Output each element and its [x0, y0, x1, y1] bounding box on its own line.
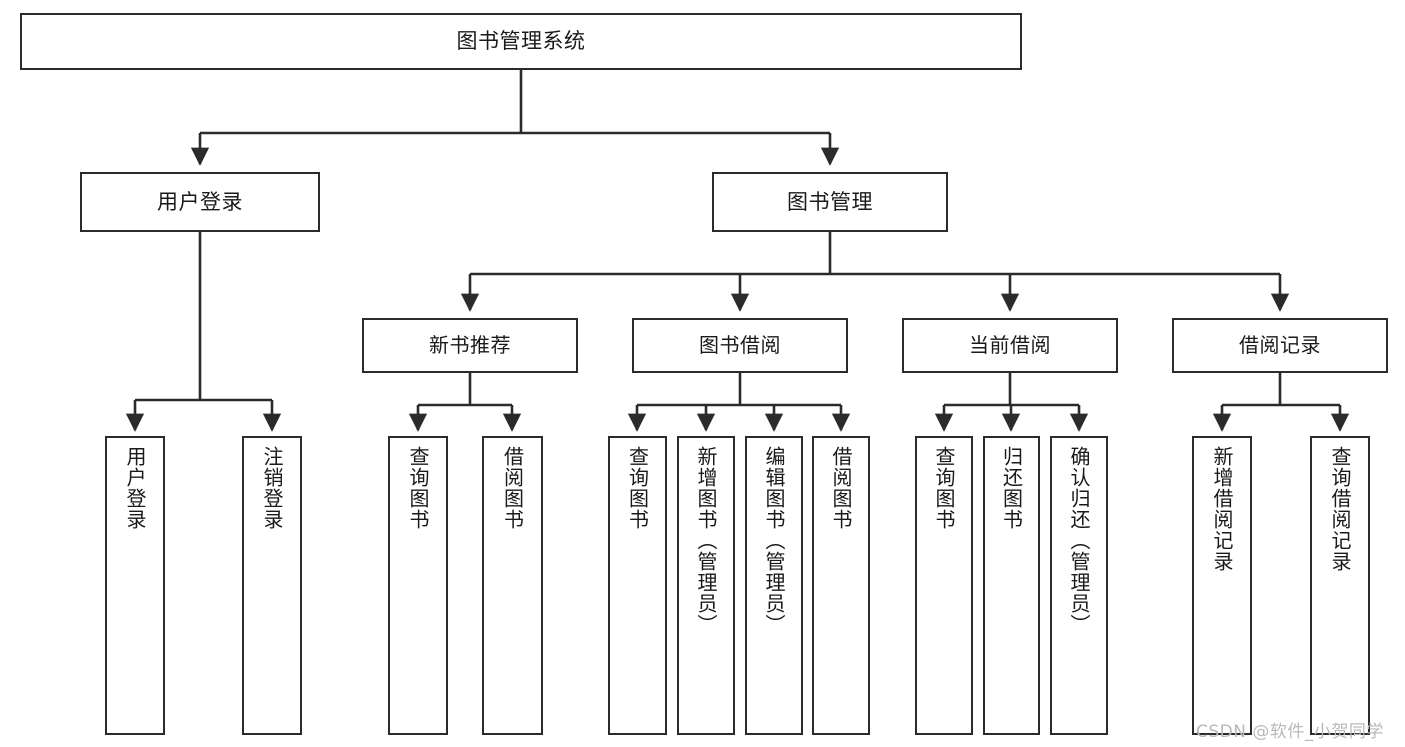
leaf-borrow-book-2[interactable]: 借阅图书: [812, 436, 870, 735]
leaf-confirm-return-label: 确认归还（管理员）: [1067, 446, 1091, 635]
node-book-borrow[interactable]: 图书借阅: [632, 318, 848, 373]
leaf-query-book-3[interactable]: 查询图书: [915, 436, 973, 735]
node-borrow-record-label: 借阅记录: [1239, 332, 1321, 357]
node-borrow-record[interactable]: 借阅记录: [1172, 318, 1388, 373]
node-user-login-label: 用户登录: [157, 189, 243, 214]
leaf-return-book-label: 归还图书: [999, 446, 1024, 530]
leaf-return-book[interactable]: 归还图书: [983, 436, 1040, 735]
leaf-query-book-1[interactable]: 查询图书: [388, 436, 448, 735]
node-new-book-recommend-label: 新书推荐: [429, 332, 511, 357]
leaf-add-record[interactable]: 新增借阅记录: [1192, 436, 1252, 735]
leaf-query-record-label: 查询借阅记录: [1328, 446, 1352, 572]
leaf-add-book-label: 新增图书（管理员）: [694, 446, 718, 635]
leaf-query-book-2-label: 查询图书: [625, 446, 650, 530]
node-book-manage[interactable]: 图书管理: [712, 172, 948, 232]
leaf-borrow-book-1[interactable]: 借阅图书: [482, 436, 543, 735]
leaf-user-login[interactable]: 用户登录: [105, 436, 165, 735]
node-root[interactable]: 图书管理系统: [20, 13, 1022, 70]
node-current-borrow[interactable]: 当前借阅: [902, 318, 1118, 373]
leaf-query-record[interactable]: 查询借阅记录: [1310, 436, 1370, 735]
csdn-watermark: CSDN @软件_小贺同学: [1196, 722, 1384, 742]
leaf-add-book[interactable]: 新增图书（管理员）: [677, 436, 735, 735]
leaf-user-login-label: 用户登录: [123, 446, 147, 530]
leaf-query-book-1-label: 查询图书: [406, 446, 430, 530]
leaf-query-book-2[interactable]: 查询图书: [608, 436, 667, 735]
leaf-logout-label: 注销登录: [260, 446, 284, 530]
node-book-borrow-label: 图书借阅: [699, 332, 781, 357]
node-root-label: 图书管理系统: [456, 29, 586, 54]
leaf-logout[interactable]: 注销登录: [242, 436, 302, 735]
node-book-manage-label: 图书管理: [787, 189, 873, 214]
leaf-query-book-3-label: 查询图书: [932, 446, 956, 530]
leaf-borrow-book-1-label: 借阅图书: [500, 446, 525, 530]
leaf-borrow-book-2-label: 借阅图书: [829, 446, 853, 530]
node-user-login[interactable]: 用户登录: [80, 172, 320, 232]
leaf-edit-book-label: 编辑图书（管理员）: [762, 446, 786, 635]
leaf-add-record-label: 新增借阅记录: [1210, 446, 1234, 572]
leaf-edit-book[interactable]: 编辑图书（管理员）: [745, 436, 803, 735]
node-current-borrow-label: 当前借阅: [969, 332, 1051, 357]
leaf-confirm-return[interactable]: 确认归还（管理员）: [1050, 436, 1108, 735]
node-new-book-recommend[interactable]: 新书推荐: [362, 318, 578, 373]
